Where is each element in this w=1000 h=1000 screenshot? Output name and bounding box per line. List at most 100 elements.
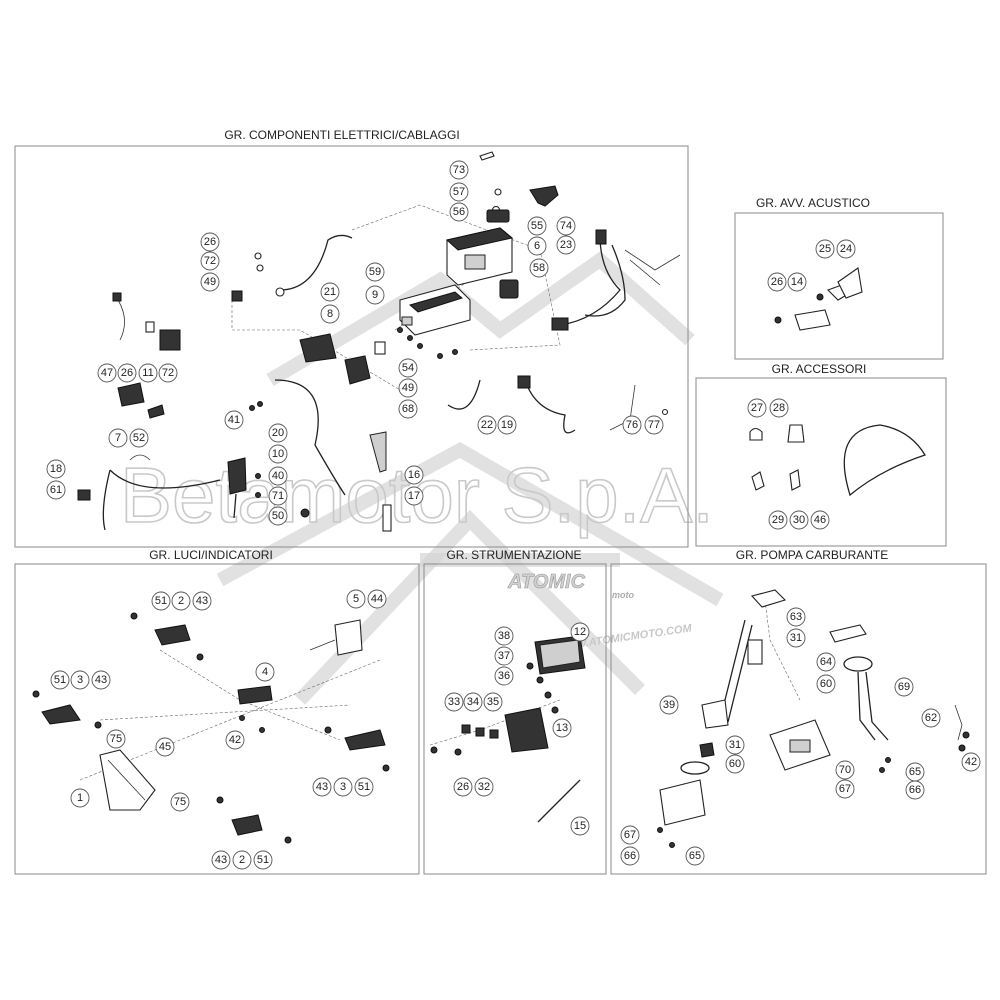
callout-43b: 43 [91,670,111,690]
section-title-lights: GR. LUCI/INDICATORI [149,548,273,562]
callout-65a: 65 [905,762,925,782]
svg-text:22: 22 [481,419,493,431]
svg-text:63: 63 [790,611,802,623]
callout-25: 25 [815,239,835,259]
callout-40: 40 [268,466,288,486]
svg-text:51: 51 [358,781,370,793]
callout-73: 73 [449,160,469,180]
section-title-accessories: GR. ACCESSORI [772,362,867,376]
callout-29: 29 [768,510,788,530]
callout-56: 56 [449,202,469,222]
callout-46: 46 [810,510,830,530]
section-title-fuel-pump: GR. POMPA CARBURANTE [736,548,888,562]
svg-text:49: 49 [204,276,216,288]
accessory-parts [749,424,926,497]
svg-text:24: 24 [840,243,852,255]
callout-62: 62 [921,708,941,728]
callout-2a: 2 [171,591,191,611]
callout-3b: 3 [333,777,353,797]
svg-text:72: 72 [162,367,174,379]
callout-76: 76 [622,415,642,435]
svg-text:58: 58 [533,262,545,274]
callout-13: 13 [552,718,572,738]
callout-37: 37 [494,646,514,666]
svg-text:67: 67 [839,783,851,795]
svg-text:26: 26 [771,276,783,288]
fuel-pump-callouts: 63 31 64 69 60 39 62 42 31 60 70 65 67 6… [620,607,981,866]
svg-text:18: 18 [50,463,62,475]
svg-text:40: 40 [272,470,284,482]
svg-text:50: 50 [272,510,284,522]
callout-51b: 51 [50,670,70,690]
spark-plug-cap-16 [369,431,387,473]
cdi-7 [117,382,145,407]
atomic-logo: ATOMIC moto WWW.ATOMICMOTO.COM [507,571,694,654]
callout-47: 47 [97,363,117,383]
callout-72: 72 [200,251,220,271]
instruments-callouts: 38 12 37 36 33 34 35 13 26 32 15 [444,622,590,836]
svg-text:51: 51 [257,854,269,866]
svg-text:42: 42 [229,734,241,746]
callout-5: 5 [346,589,366,609]
svg-text:5: 5 [353,593,359,605]
svg-text:2: 2 [239,854,245,866]
svg-text:6: 6 [534,240,540,252]
electrical-callouts: 73 57 56 55 74 6 23 58 26 72 49 21 59 9 … [46,160,664,526]
parts-11-72 [145,321,181,351]
terminal-cap-74 [529,185,559,207]
regulator-68 [344,355,371,385]
callout-59: 59 [365,262,385,282]
svg-text:2: 2 [178,595,184,607]
section-accessories: GR. ACCESSORI [695,362,947,547]
callout-43d: 43 [211,850,231,870]
callout-27: 27 [747,398,767,418]
callout-77: 77 [644,415,664,435]
callout-39: 39 [659,695,679,715]
section-title-electrical: GR. COMPONENTI ELETTRICI/CABLAGGI [224,128,459,142]
svg-text:70: 70 [839,764,851,776]
callout-45: 45 [155,737,175,757]
svg-text:69: 69 [898,681,910,693]
callout-23: 23 [556,235,576,255]
svg-text:34: 34 [467,696,479,708]
pin-73 [479,151,495,161]
svg-text:7: 7 [115,432,121,444]
relay-58 [499,279,519,299]
callout-10: 10 [268,444,288,464]
callout-44: 44 [367,589,387,609]
callout-74: 74 [556,216,576,236]
svg-text:15: 15 [574,820,586,832]
callout-49b: 49 [398,378,418,398]
svg-text:43: 43 [196,595,208,607]
callout-38: 38 [494,626,514,646]
svg-text:31: 31 [790,632,802,644]
callout-15: 15 [570,816,590,836]
callout-42-fuel: 42 [961,752,981,772]
callout-20: 20 [268,423,288,443]
callout-31b: 31 [725,735,745,755]
section-lights: GR. LUCI/INDICATORI [14,548,420,875]
callout-6: 6 [527,236,547,256]
svg-text:17: 17 [408,490,420,502]
svg-text:ATOMIC: ATOMIC [507,571,586,593]
svg-text:74: 74 [560,220,572,232]
svg-text:73: 73 [453,164,465,176]
svg-text:29: 29 [772,514,784,526]
callout-50: 50 [268,506,288,526]
svg-text:9: 9 [372,289,378,301]
coil-10 [227,457,247,519]
callout-24: 24 [836,239,856,259]
callout-36: 36 [494,666,514,686]
wire-20 [274,379,346,496]
callout-51a: 51 [151,591,171,611]
svg-text:36: 36 [498,670,510,682]
callout-66b: 66 [620,846,640,866]
svg-text:39: 39 [663,699,675,711]
callout-22: 22 [477,415,497,435]
svg-text:25: 25 [819,243,831,255]
bolts-26-72 [231,252,264,302]
instruments-parts [429,635,586,823]
svg-text:43: 43 [95,674,107,686]
svg-text:66: 66 [624,850,636,862]
